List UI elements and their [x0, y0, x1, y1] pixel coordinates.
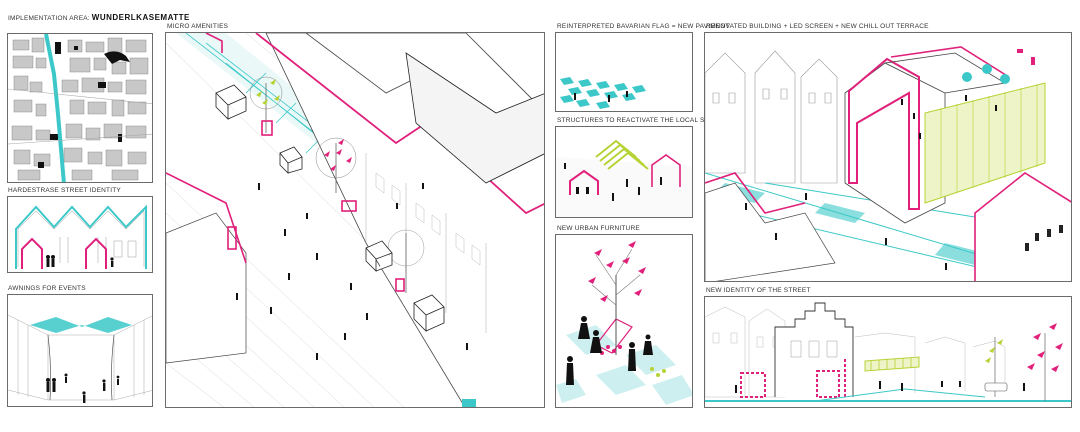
urban-furniture-panel: [555, 234, 693, 408]
implementation-prefix: IMPLEMENTATION AREA:: [8, 15, 90, 22]
new-identity-panel: [704, 296, 1072, 408]
implementation-area-label: IMPLEMENTATION AREA: WUNDERLKASEMATTE: [8, 13, 190, 22]
new-identity-figure: [705, 302, 1071, 402]
awnings-figure: [8, 314, 152, 403]
flag-pavement-label: REINTERPRETED BAVARIAN FLAG = NEW PAVIME…: [557, 23, 730, 30]
site-map-figure: [8, 34, 152, 182]
urban-furniture-label: NEW URBAN FURNITURE: [557, 225, 640, 232]
micro-amenities-label: MICRO AMENITIES: [167, 23, 229, 30]
street-identity-figure: [15, 204, 147, 269]
renovated-building-label: RENOVATED BUILDING + LED SCREEN + NEW CH…: [706, 23, 929, 30]
local-stores-label: STRUCTURES TO REACTIVATE THE LOCAL STORE…: [557, 117, 728, 124]
micro-amenities-panel: [165, 32, 545, 408]
renovated-building-figure: [705, 46, 1071, 281]
implementation-name: WUNDERLKASEMATTE: [91, 13, 190, 22]
street-identity-label: HARDESTRASE STREET IDENTITY: [8, 187, 121, 194]
awnings-panel: [7, 294, 153, 407]
street-identity-panel: [7, 196, 153, 273]
renovated-building-panel: [704, 32, 1072, 282]
new-identity-label: NEW IDENTITY OF THE STREET: [706, 287, 811, 294]
urban-furniture-figure: [556, 241, 692, 405]
micro-amenities-figure: [166, 33, 544, 407]
flag-pavement-figure: [556, 73, 692, 111]
local-stores-panel: [555, 126, 693, 218]
flag-pavement-panel: [555, 32, 693, 112]
local-stores-figure: [556, 139, 692, 217]
awnings-label: AWNINGS FOR EVENTS: [8, 285, 86, 292]
site-map-panel: [7, 33, 153, 183]
